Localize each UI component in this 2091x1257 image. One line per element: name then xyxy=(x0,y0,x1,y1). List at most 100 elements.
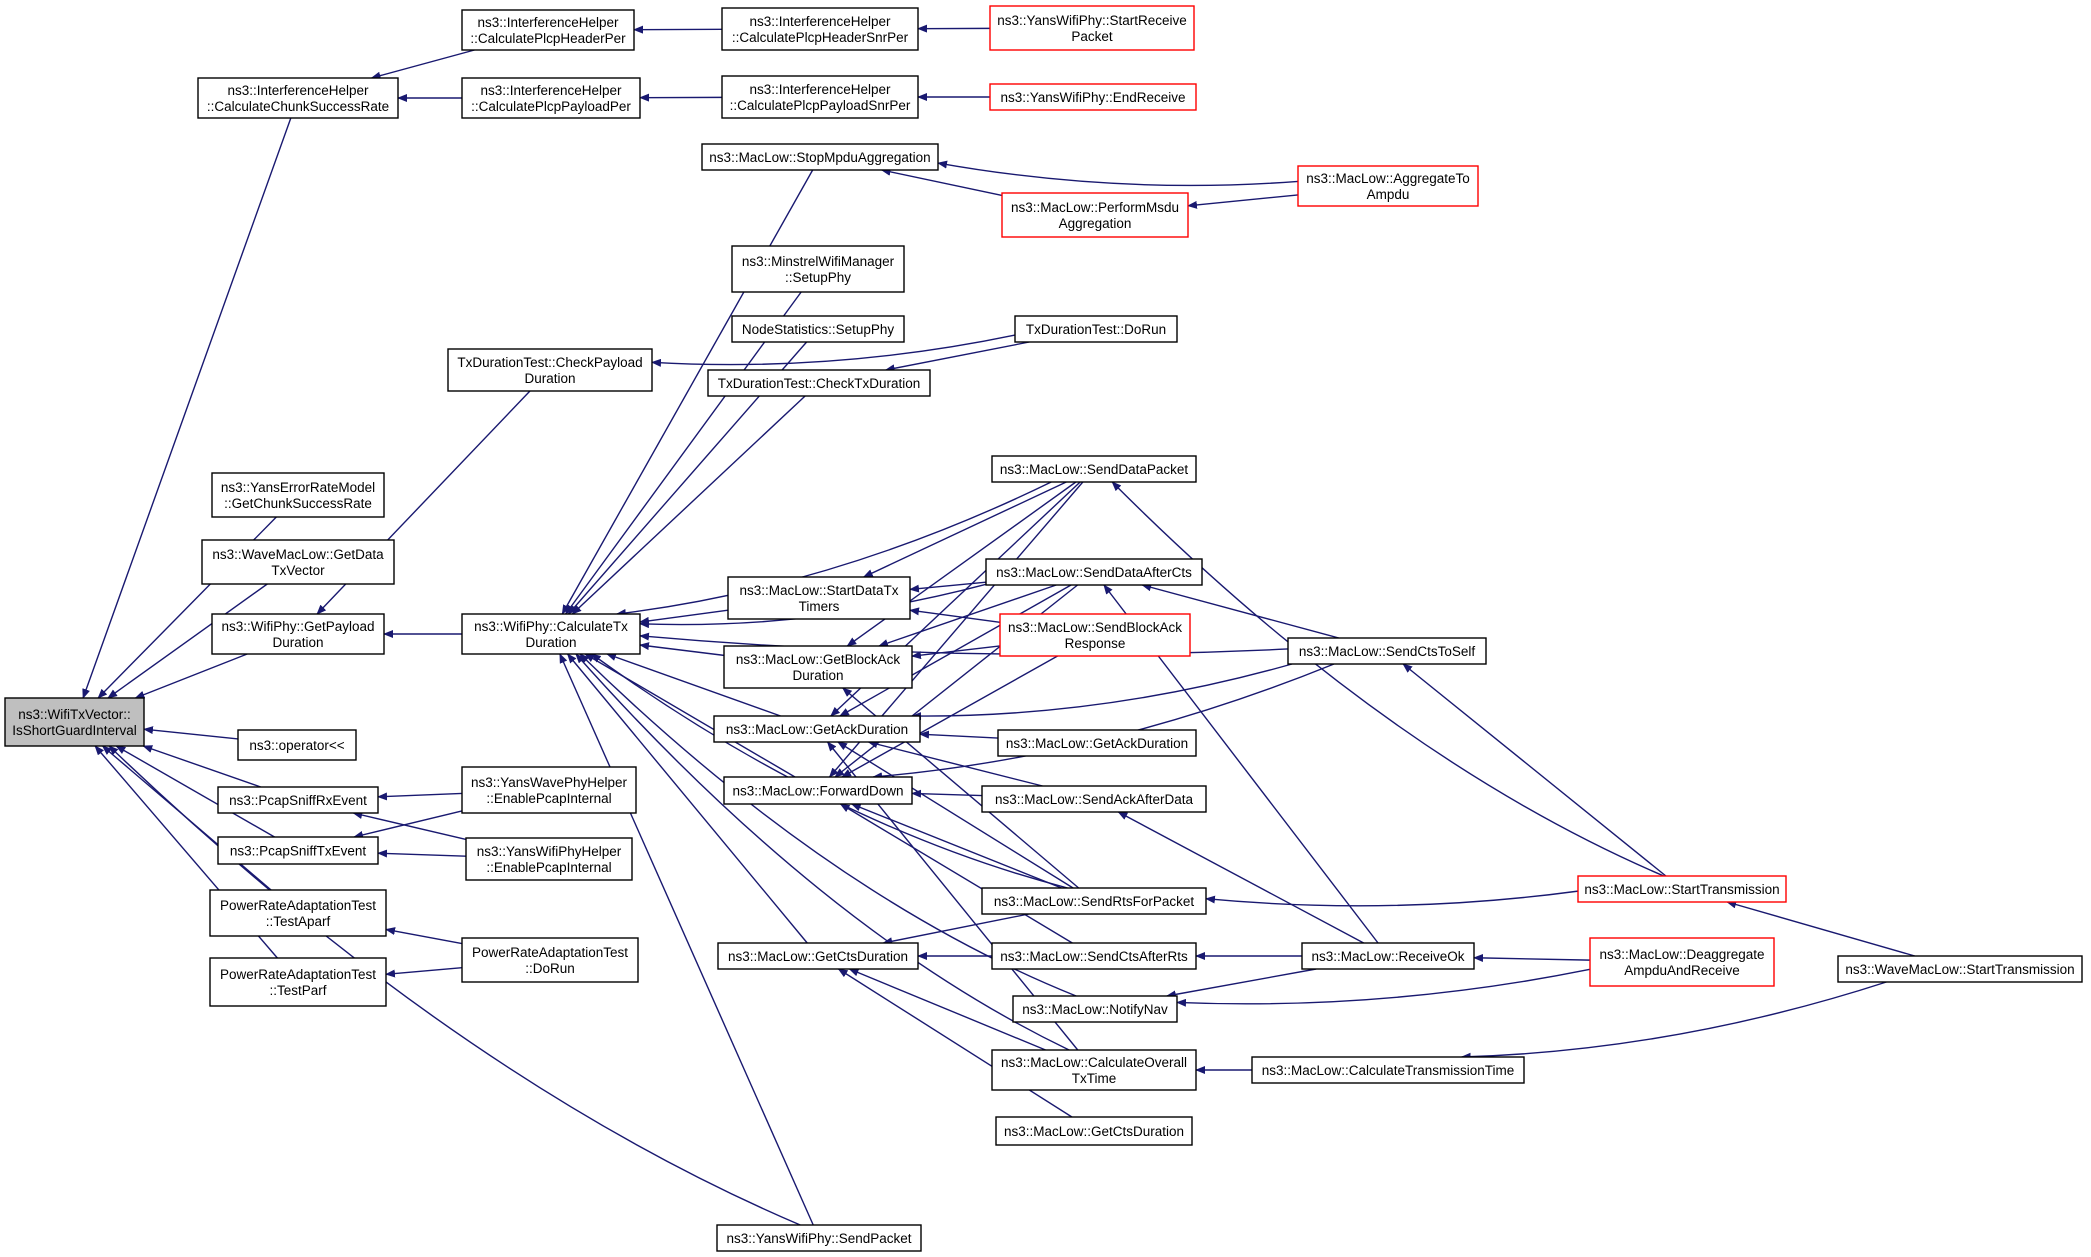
call-edge-sendBlockAck-to-startDataTx xyxy=(909,607,1001,623)
node-sendAckAfterData[interactable]: ns3::MacLow::SendAckAfterData xyxy=(981,785,1207,813)
node-box xyxy=(991,455,1197,483)
node-box xyxy=(985,558,1203,586)
node-calcPayPer[interactable]: ns3::InterferenceHelper::CalculatePlcpPa… xyxy=(461,77,641,119)
node-praDoRun[interactable]: PowerRateAdaptationTest::DoRun xyxy=(461,937,639,983)
node-testParf[interactable]: PowerRateAdaptationTest::TestParf xyxy=(209,957,387,1007)
call-edge-checkTxDur-to-calcTx xyxy=(571,395,806,615)
node-box xyxy=(721,75,919,119)
node-root[interactable]: ns3::WifiTxVector::IsShortGuardInterval xyxy=(4,697,145,747)
call-edge-sendBlockAck-to-forwardDown xyxy=(841,655,1058,778)
node-sendRts[interactable]: ns3::MacLow::SendRtsForPacket xyxy=(981,887,1207,915)
call-edge-calcChunk-to-root xyxy=(82,117,292,699)
node-calcChunk[interactable]: ns3::InterferenceHelper::CalculateChunkS… xyxy=(197,77,399,119)
node-calcPaySnr[interactable]: ns3::InterferenceHelper::CalculatePlcpPa… xyxy=(721,75,919,119)
node-label-line: ns3::MacLow::CalculateTransmissionTime xyxy=(1262,1063,1515,1078)
node-getCtsDur2[interactable]: ns3::MacLow::GetCtsDuration xyxy=(995,1116,1193,1146)
node-label-line: ::TestAparf xyxy=(266,914,331,929)
call-edge-startTrans-to-sendRts xyxy=(1205,890,1579,907)
node-forwardDown[interactable]: ns3::MacLow::ForwardDown xyxy=(723,776,913,805)
node-yansSendPkt[interactable]: ns3::YansWifiPhy::SendPacket xyxy=(716,1224,922,1252)
node-sendCtsAfterRts[interactable]: ns3::MacLow::SendCtsAfterRts xyxy=(991,942,1197,970)
node-box xyxy=(1001,192,1189,238)
node-label-line: ns3::PcapSniffTxEvent xyxy=(230,844,367,859)
call-edge-startTrans-to-sendCtsToSelf xyxy=(1402,663,1667,877)
call-edge-sendAckAfterData-to-forwardDown xyxy=(911,789,983,798)
node-receiveOk[interactable]: ns3::MacLow::ReceiveOk xyxy=(1301,942,1475,970)
node-startTrans[interactable]: ns3::MacLow::StartTransmission xyxy=(1577,875,1787,903)
call-edge-sendDataPkt-to-startDataTx xyxy=(862,481,1067,578)
node-label-line: ns3::MacLow::NotifyNav xyxy=(1022,1002,1168,1017)
node-opLess[interactable]: ns3::operator<< xyxy=(237,729,357,761)
node-label-line: ns3::MacLow::PerformMsdu xyxy=(1011,200,1179,215)
node-label-line: ns3::MacLow::AggregateTo xyxy=(1306,171,1470,186)
call-edge-yansSendPkt-to-root xyxy=(108,745,801,1226)
node-box xyxy=(1837,955,2083,983)
node-box xyxy=(713,715,921,743)
node-pcapRx[interactable]: ns3::PcapSniffRxEvent xyxy=(217,786,379,814)
call-edge-praDoRun-to-testParf xyxy=(385,966,463,978)
call-edge-getCtsDur-to-calcTx xyxy=(566,653,808,944)
node-calcHdrSnr[interactable]: ns3::InterferenceHelper::CalculatePlcpHe… xyxy=(721,7,919,51)
node-box xyxy=(209,889,387,937)
node-label-line: ::CalculatePlcpHeaderSnrPer xyxy=(732,30,909,45)
node-getAckDur[interactable]: ns3::MacLow::GetAckDuration xyxy=(713,715,921,743)
node-sendCtsToSelf[interactable]: ns3::MacLow::SendCtsToSelf xyxy=(1287,637,1487,665)
call-edge-pcapTx-to-root xyxy=(115,745,275,838)
node-label-line: NodeStatistics::SetupPhy xyxy=(742,322,895,337)
node-box xyxy=(461,613,641,655)
node-box xyxy=(1577,875,1787,903)
node-box xyxy=(716,1224,922,1252)
node-label-line: Duration xyxy=(792,668,843,683)
node-label-line: ns3::InterferenceHelper xyxy=(749,82,891,97)
node-label-line: ::GetChunkSuccessRate xyxy=(224,496,372,511)
node-notifyNav[interactable]: ns3::MacLow::NotifyNav xyxy=(1012,995,1178,1023)
node-getCtsDur[interactable]: ns3::MacLow::GetCtsDuration xyxy=(717,942,919,970)
node-sendDataPkt[interactable]: ns3::MacLow::SendDataPacket xyxy=(991,455,1197,483)
node-checkTxDur[interactable]: TxDurationTest::CheckTxDuration xyxy=(707,369,931,397)
node-label-line: PowerRateAdaptationTest xyxy=(220,898,376,913)
node-getAckDur2[interactable]: ns3::MacLow::GetAckDuration xyxy=(997,729,1197,757)
node-yansWavePhy[interactable]: ns3::YansWavePhyHelper::EnablePcapIntern… xyxy=(461,766,637,814)
node-pcapTx[interactable]: ns3::PcapSniffTxEvent xyxy=(217,836,379,865)
node-yansErr[interactable]: ns3::YansErrorRateModel::GetChunkSuccess… xyxy=(211,472,385,518)
node-label-line: Response xyxy=(1065,636,1126,651)
call-edge-sendDataAfterCts-to-forwardDown xyxy=(834,584,1079,778)
node-stopMpdu[interactable]: ns3::MacLow::StopMpduAggregation xyxy=(701,143,939,171)
node-txDoRun[interactable]: TxDurationTest::DoRun xyxy=(1014,315,1178,343)
node-yansEndRecv[interactable]: ns3::YansWifiPhy::EndReceive xyxy=(989,83,1197,111)
node-box xyxy=(723,776,913,805)
node-box xyxy=(981,887,1207,915)
node-label-line: ns3::MacLow::SendDataAfterCts xyxy=(996,565,1192,580)
node-label-line: ns3::MacLow::GetCtsDuration xyxy=(728,949,908,964)
call-edge-aggToAmpdu-to-performMsdu xyxy=(1187,194,1299,209)
node-yansWifiPhyH[interactable]: ns3::YansWifiPhyHelper::EnablePcapIntern… xyxy=(465,837,633,881)
node-minstrel[interactable]: ns3::MinstrelWifiManager::SetupPhy xyxy=(731,245,905,293)
node-calcHdrPer[interactable]: ns3::InterferenceHelper::CalculatePlcpHe… xyxy=(461,9,635,51)
node-label-line: TxDurationTest::DoRun xyxy=(1026,322,1166,337)
node-calcTransTime[interactable]: ns3::MacLow::CalculateTransmissionTime xyxy=(1251,1056,1525,1084)
call-edge-yansSendPkt-to-calcTx xyxy=(559,653,814,1226)
call-edge-yansWavePhy-to-pcapTx xyxy=(353,810,463,839)
node-label-line: ns3::WaveMacLow::GetData xyxy=(212,547,384,562)
node-sendDataAfterCts[interactable]: ns3::MacLow::SendDataAfterCts xyxy=(985,558,1203,586)
node-label-line: ns3::MacLow::SendRtsForPacket xyxy=(994,894,1195,909)
node-label-line: ns3::MacLow::SendCtsToSelf xyxy=(1299,644,1476,659)
node-label-line: ::EnablePcapInternal xyxy=(486,860,611,875)
node-box xyxy=(447,348,653,392)
node-testAparf[interactable]: PowerRateAdaptationTest::TestAparf xyxy=(209,889,387,937)
node-waveStartTrans[interactable]: ns3::WaveMacLow::StartTransmission xyxy=(1837,955,2083,983)
call-edge-sendCtsToSelf-to-getAckDur xyxy=(911,663,1293,721)
node-nodeStats[interactable]: NodeStatistics::SetupPhy xyxy=(731,315,905,343)
